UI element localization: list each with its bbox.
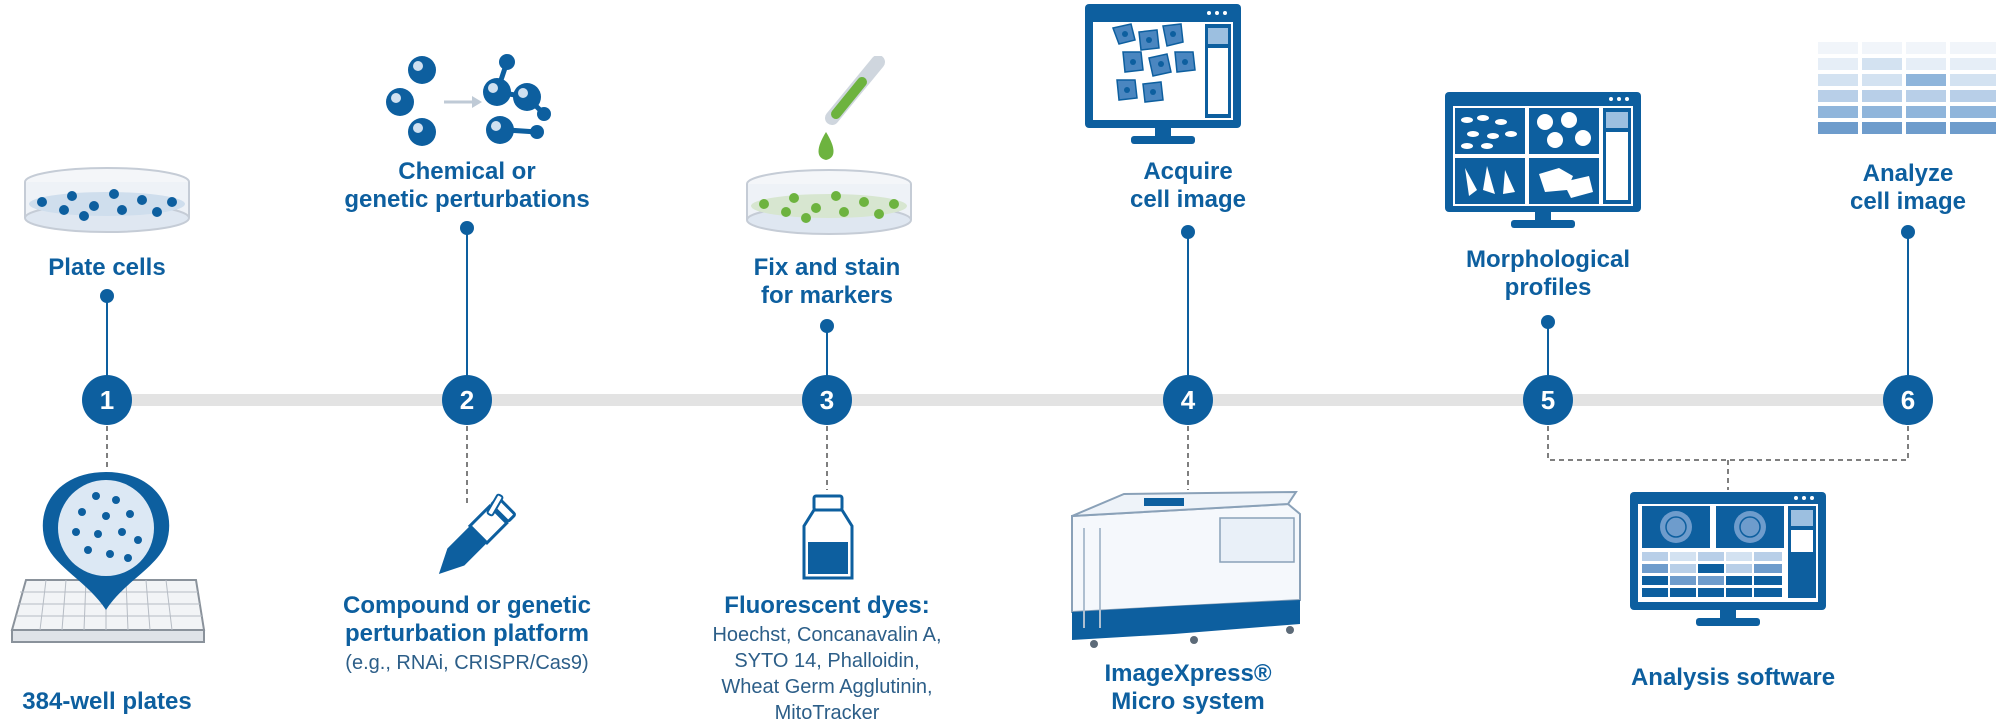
imager-label: ImageXpress®Micro system [1104, 660, 1272, 715]
step-5-number: 5 [1523, 375, 1573, 425]
monitor-cells-icon [1085, 4, 1241, 144]
dyes-label: Fluorescent dyes: [724, 592, 930, 619]
step-1-number: 1 [82, 375, 132, 425]
monitor-morphology-icon [1445, 92, 1641, 228]
tube-icon [438, 493, 516, 574]
petri-dish-green-icon [746, 169, 912, 235]
well-plate-pin-icon [10, 472, 206, 643]
dye-bottle-icon [802, 494, 854, 580]
step-6-number: 6 [1883, 375, 1933, 425]
analysis-monitor-icon [1630, 492, 1826, 626]
software-label: Analysis software [1630, 664, 1836, 691]
step-4-number: 4 [1163, 375, 1213, 425]
petri-dish-blue-icon [24, 167, 190, 233]
step-1-label: Plate cells [48, 254, 166, 281]
step-3-number: 3 [802, 375, 852, 425]
step-2-number: 2 [442, 375, 492, 425]
imaging-instrument-icon [1071, 490, 1301, 648]
perturbation-detail: (e.g., RNAi, CRISPR/Cas9) [345, 652, 589, 674]
pipette-icon [818, 56, 885, 160]
timeline-track [105, 394, 1905, 406]
data-table-icon [1818, 42, 1996, 134]
molecules-icon [386, 54, 551, 146]
dyes-detail: Hoechst, Concanavalin A,SYTO 14, Phalloi… [712, 624, 942, 724]
plates-label: 384-well plates [22, 688, 192, 715]
